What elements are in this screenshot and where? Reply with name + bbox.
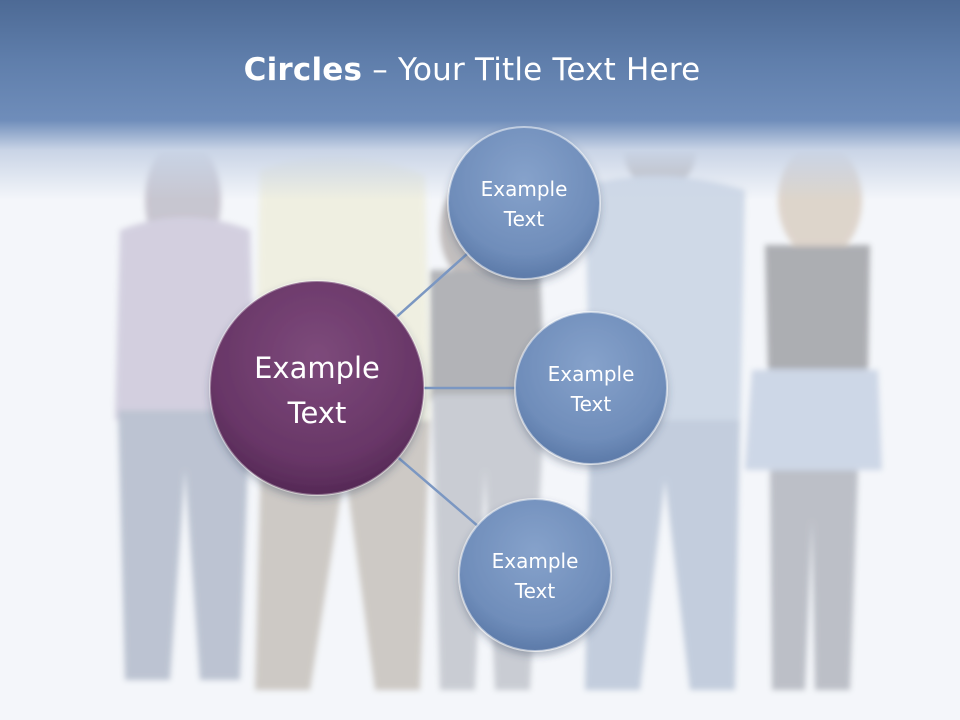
center-circle[interactable]: Example Text (209, 280, 425, 496)
satellite-label-line2: Text (570, 392, 612, 416)
slide-title: Circles – Your Title Text Here (0, 52, 944, 88)
center-circle-label-line2: Text (287, 396, 347, 430)
satellite-label-line1: Example (492, 549, 579, 573)
center-circle-shape (209, 280, 425, 496)
title-bold-part: Circles (243, 52, 363, 88)
satellite-circle-middle[interactable]: Example Text (514, 311, 668, 465)
satellite-circle-shape (514, 311, 668, 465)
satellite-label-line1: Example (481, 177, 568, 201)
connectors (395, 252, 515, 527)
center-circle-label-line1: Example (254, 351, 380, 385)
satellite-label-line2: Text (514, 579, 556, 603)
satellite-label-line2: Text (503, 207, 545, 231)
connector-line (395, 252, 469, 318)
connector-line (397, 456, 479, 527)
title-rest-part: – Your Title Text Here (362, 52, 701, 88)
satellite-circle-shape (458, 498, 612, 652)
satellite-circle-shape (447, 126, 601, 280)
satellite-label-line1: Example (548, 362, 635, 386)
satellite-circle-bottom[interactable]: Example Text (458, 498, 612, 652)
satellite-circle-top[interactable]: Example Text (447, 126, 601, 280)
